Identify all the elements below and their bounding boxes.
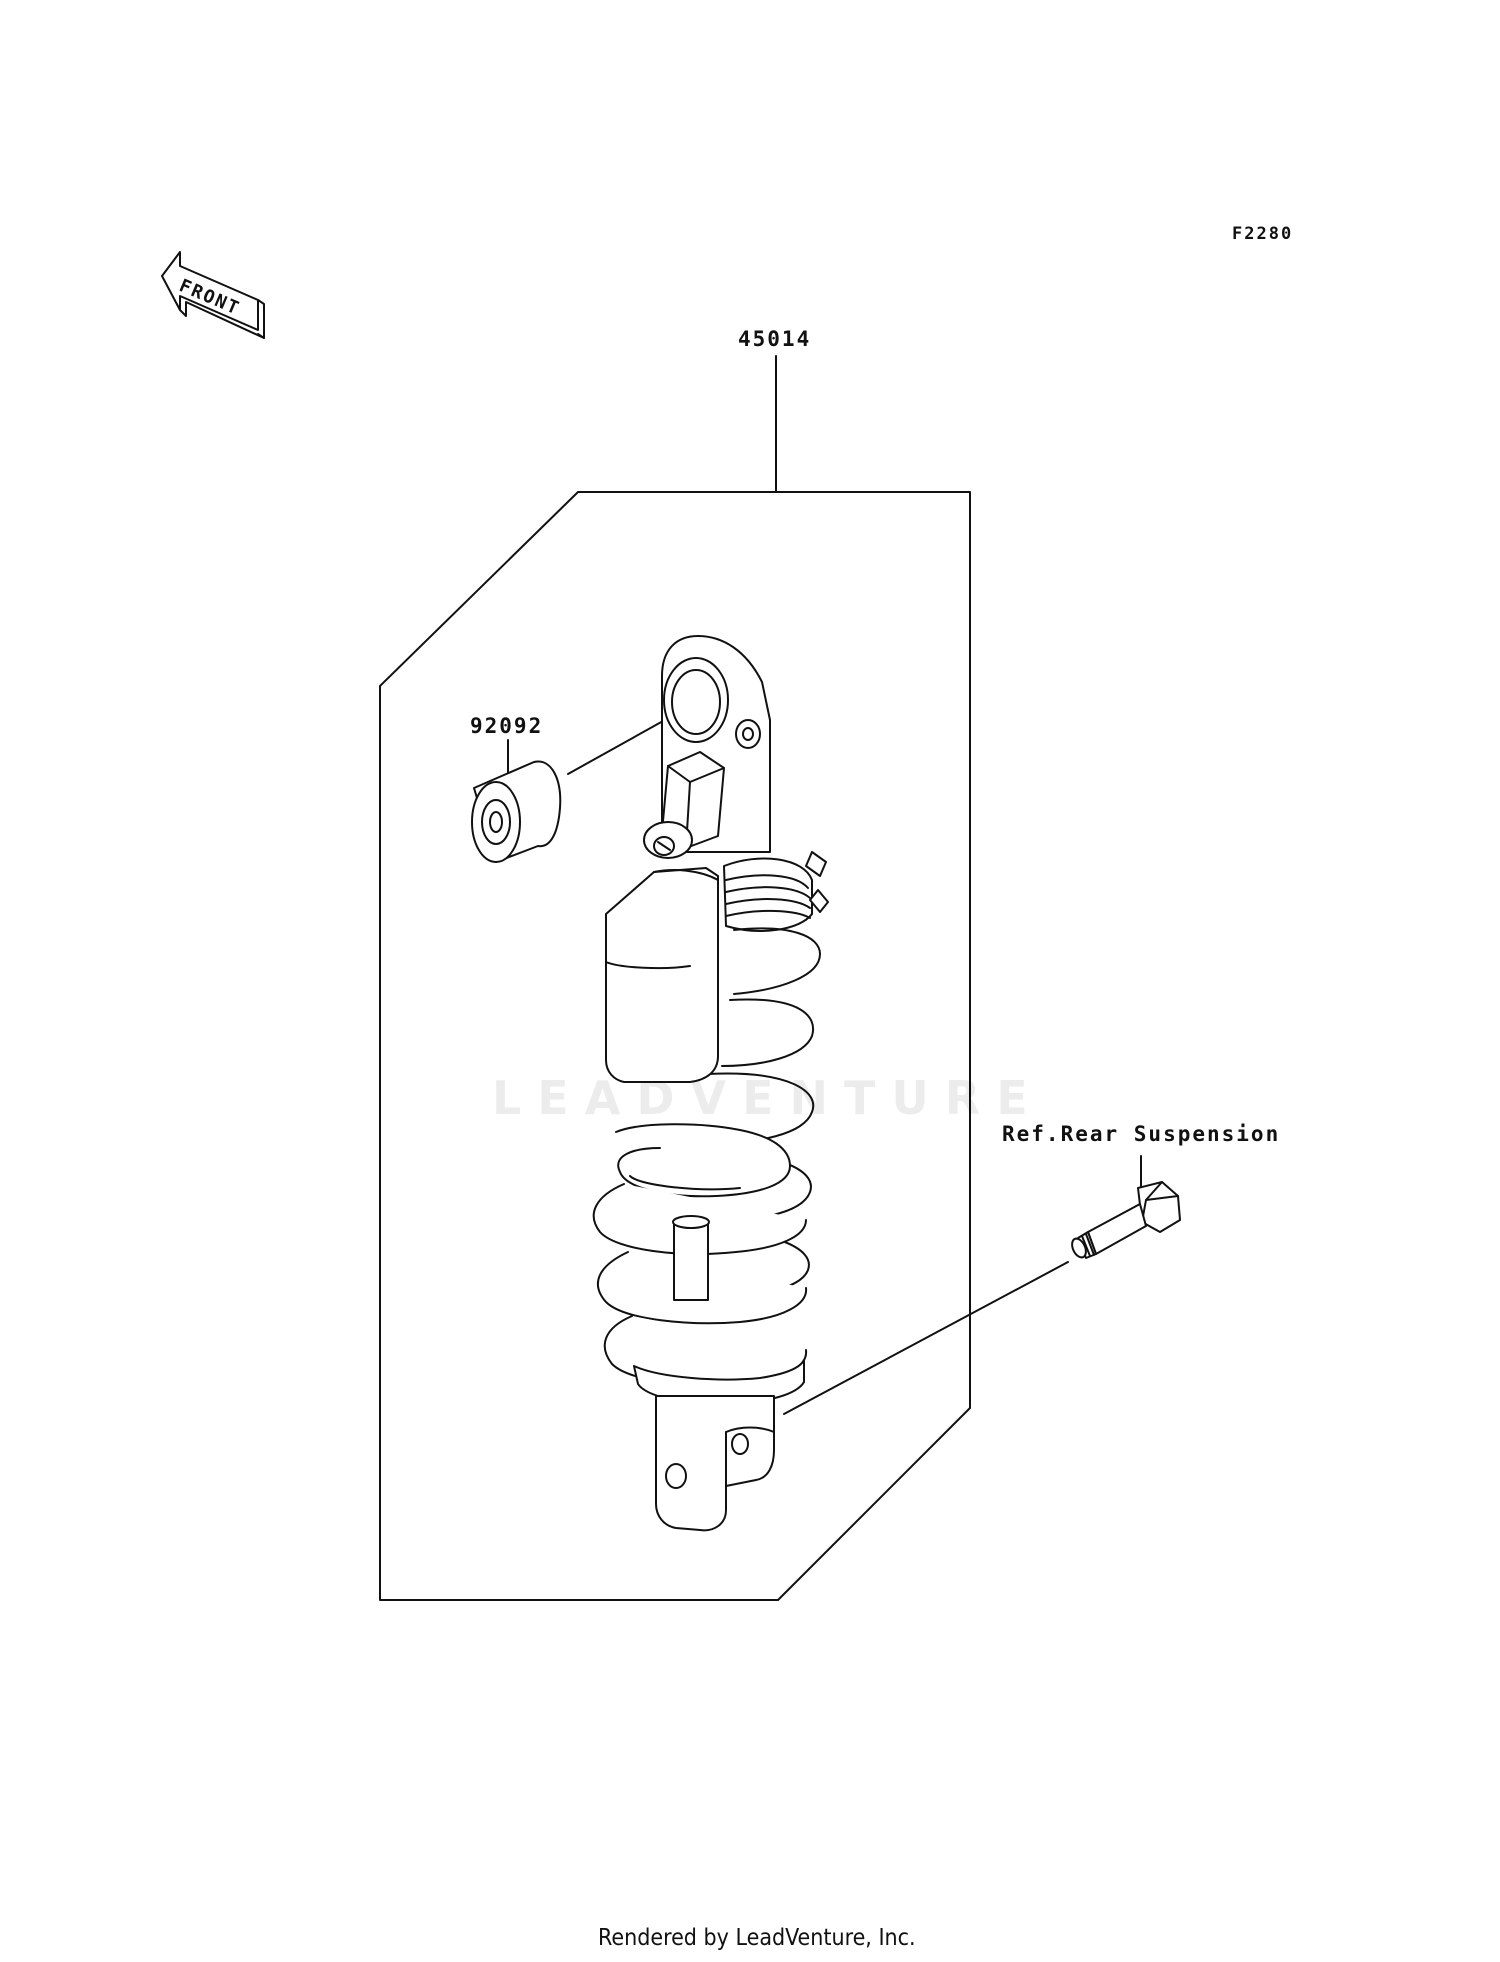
- diagram-code: F2280: [1232, 224, 1293, 244]
- leader-bolt-to-clevis: [783, 1261, 1069, 1415]
- assembly-outline: [379, 491, 971, 1601]
- footer-credit: Rendered by LeadVenture, Inc.: [598, 1925, 916, 1951]
- reference-rear-suspension: Ref.Rear Suspension: [1002, 1122, 1280, 1146]
- part-number-45014: 45014: [738, 327, 811, 351]
- bushing-92092: [471, 760, 562, 863]
- front-arrow-icon: FRONT: [161, 251, 265, 339]
- watermark: LEADVENTURE: [492, 1071, 1044, 1125]
- shock-absorber: [592, 635, 829, 1532]
- part-number-92092: 92092: [470, 714, 543, 738]
- bolt: [1071, 1181, 1181, 1259]
